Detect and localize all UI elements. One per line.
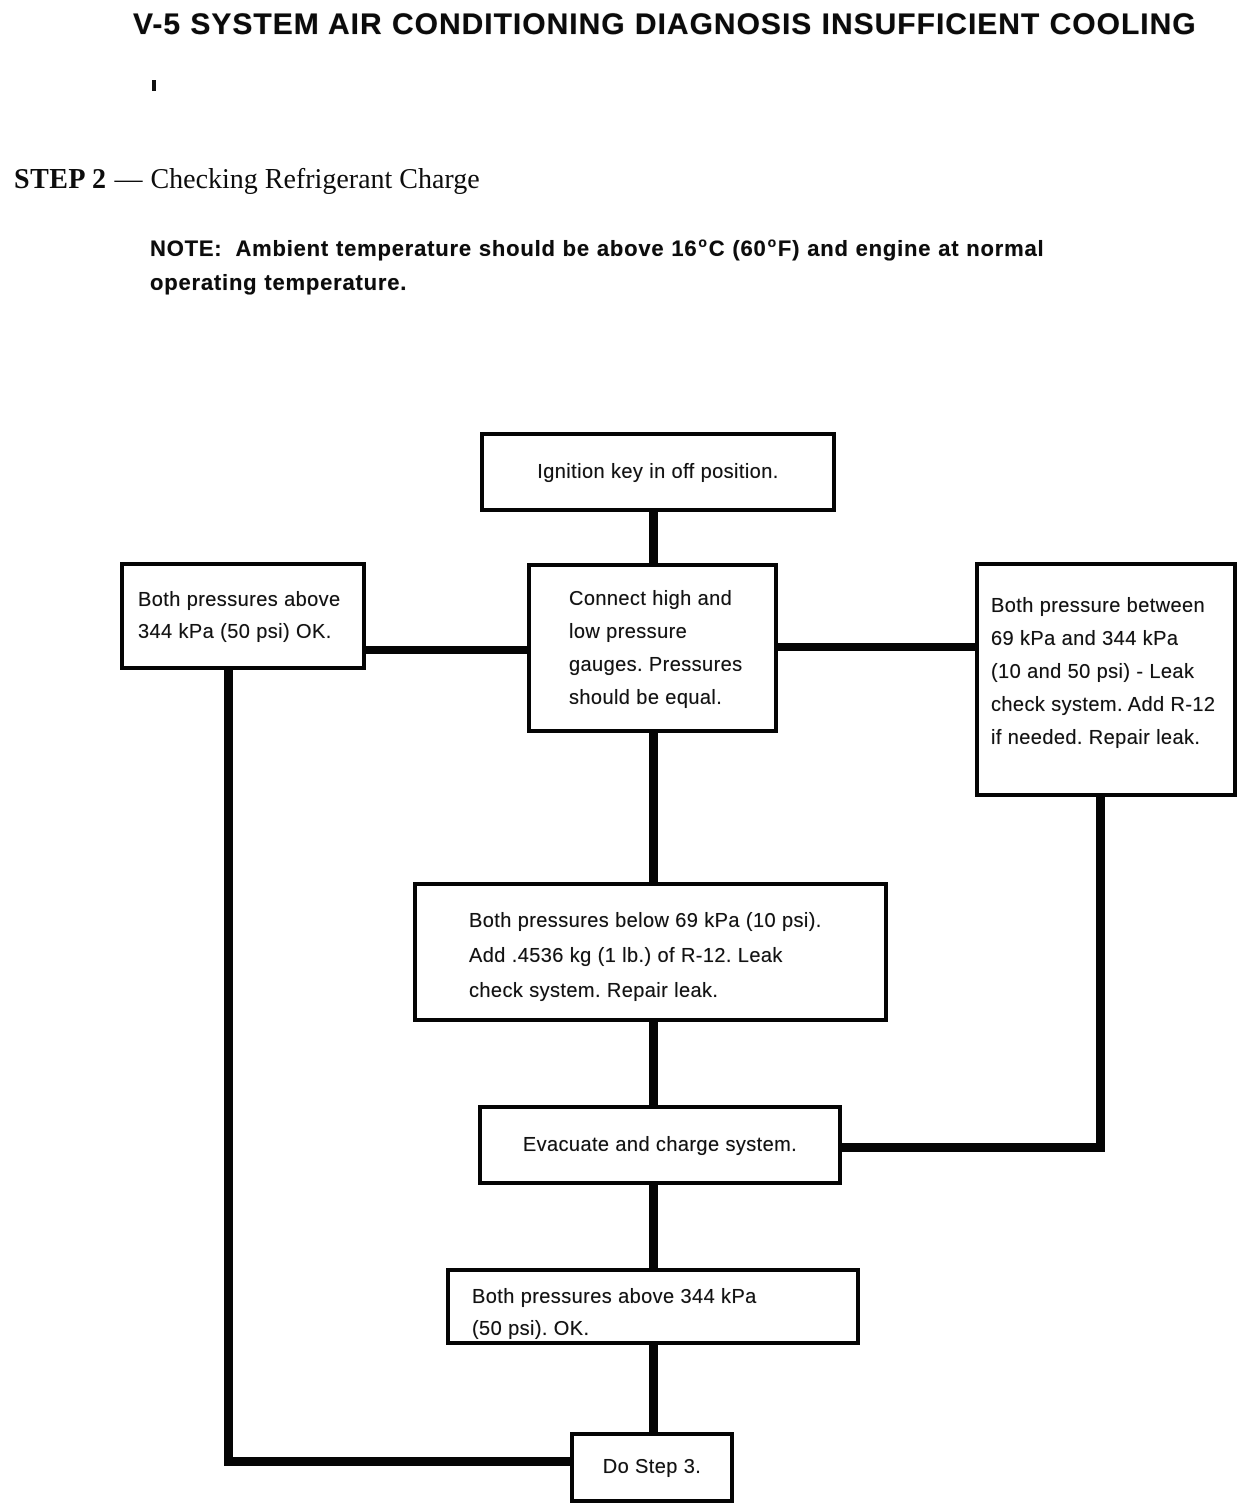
flow-node-pressures-above-ok-result: Both pressures above 344 kPa (50 psi). O…	[446, 1268, 860, 1345]
connector-evacuate-to-above-ok	[649, 1183, 658, 1270]
connector-below-to-evacuate	[649, 1020, 658, 1107]
degree-symbol: o	[698, 234, 708, 250]
step-dash: —	[114, 164, 143, 195]
node-text-line: (50 psi). OK.	[472, 1318, 590, 1340]
flow-node-both-pressures-above-ok: Both pressures above 344 kPa (50 psi) OK…	[120, 562, 366, 670]
connector-gauges-to-left-ok	[362, 646, 530, 654]
note-segment: NOTE: Ambient temperature should be abov…	[150, 236, 698, 261]
step-label: STEP 2	[14, 164, 107, 195]
flow-node-pressures-below-add-r12: Both pressures below 69 kPa (10 psi). Ad…	[413, 882, 888, 1022]
node-text-line: check system. Add R-12	[991, 694, 1216, 716]
node-text-line: Both pressures below 69 kPa (10 psi).	[469, 910, 822, 932]
node-text-line: low pressure	[569, 621, 688, 643]
node-text-line: Both pressures above	[138, 589, 341, 611]
flow-node-connect-gauges: Connect high and low pressure gauges. Pr…	[527, 563, 778, 733]
node-text-line: should be equal.	[569, 687, 723, 709]
note-line-1: NOTE: Ambient temperature should be abov…	[150, 233, 1210, 267]
page-title: V-5 SYSTEM AIR CONDITIONING DIAGNOSIS IN…	[133, 8, 1197, 41]
connector-left-ok-down	[224, 668, 233, 1466]
node-text-line: Ignition key in off position.	[537, 460, 779, 483]
step-title: Checking Refrigerant Charge	[150, 164, 480, 195]
node-text-line: Both pressure between	[991, 595, 1206, 617]
node-text-line: 69 kPa and 344 kPa	[991, 628, 1179, 650]
node-text-line: Add .4536 kg (1 lb.) of R-12. Leak	[469, 945, 783, 967]
note-segment: C (60	[708, 236, 767, 261]
step-heading: STEP 2—Checking Refrigerant Charge	[14, 164, 480, 196]
flow-node-pressure-between-leak-check: Both pressure between 69 kPa and 344 kPa…	[975, 562, 1237, 797]
flow-node-evacuate-charge: Evacuate and charge system.	[478, 1105, 842, 1185]
connector-gauges-to-below	[649, 731, 658, 884]
node-text-line: Do Step 3.	[602, 1456, 702, 1478]
note-line-2: operating temperature.	[150, 270, 408, 295]
connector-ignition-to-gauges	[649, 510, 658, 565]
flow-node-ignition-key-off: Ignition key in off position.	[480, 432, 836, 512]
node-text-line: Both pressures above 344 kPa	[472, 1286, 757, 1308]
note-text: NOTE: Ambient temperature should be abov…	[150, 233, 1210, 298]
connector-between-to-evacuate	[840, 1143, 1105, 1152]
degree-symbol: o	[767, 234, 777, 250]
node-text-line: Connect high and	[569, 588, 733, 610]
node-text-line: check system. Repair leak.	[469, 980, 719, 1002]
connector-between-down	[1096, 795, 1105, 1152]
node-text-line: Evacuate and charge system.	[522, 1133, 798, 1156]
node-text-line: (10 and 50 psi) - Leak	[991, 661, 1195, 683]
node-text-line: 344 kPa (50 psi) OK.	[138, 621, 332, 643]
connector-above-ok-to-step3	[649, 1343, 658, 1434]
node-text-line: if needed. Repair leak.	[991, 727, 1201, 749]
note-segment: F) and engine at normal	[777, 236, 1045, 261]
connector-gauges-to-between	[775, 643, 978, 651]
connector-left-ok-to-step3	[224, 1457, 574, 1466]
flow-node-do-step-3: Do Step 3.	[570, 1432, 734, 1503]
stray-scan-mark	[152, 80, 156, 91]
node-text-line: gauges. Pressures	[569, 654, 743, 676]
